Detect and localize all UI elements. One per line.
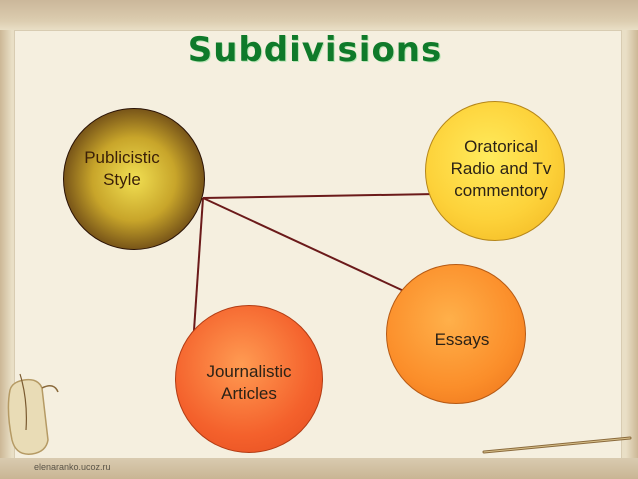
node-journalistic-label: Journalistic Articles xyxy=(206,361,292,403)
node-oratorical-label: Oratorical Radio and Tv commentory xyxy=(450,136,552,201)
decorative-footer-band xyxy=(0,458,638,479)
node-publicistic-label: Publicistic Style xyxy=(84,147,160,189)
slide-title: Subdivisions xyxy=(187,30,443,70)
node-publicistic-style: Publicistic Style xyxy=(63,108,205,250)
connector-to-journalistic xyxy=(192,197,204,346)
node-oratorical: Oratorical Radio and Tv commentory xyxy=(425,101,565,241)
node-journalistic-articles: Journalistic Articles xyxy=(175,305,323,453)
connector-to-essays xyxy=(202,197,407,293)
quill-pen-icon xyxy=(482,436,632,454)
watermark-text: elenaranko.ucoz.ru xyxy=(34,462,111,472)
node-essays: Essays xyxy=(386,264,526,404)
scroll-icon xyxy=(7,373,59,455)
decorative-header-band xyxy=(0,0,638,30)
node-essays-label: Essays xyxy=(434,329,490,349)
connector-to-oratorical xyxy=(202,193,437,199)
